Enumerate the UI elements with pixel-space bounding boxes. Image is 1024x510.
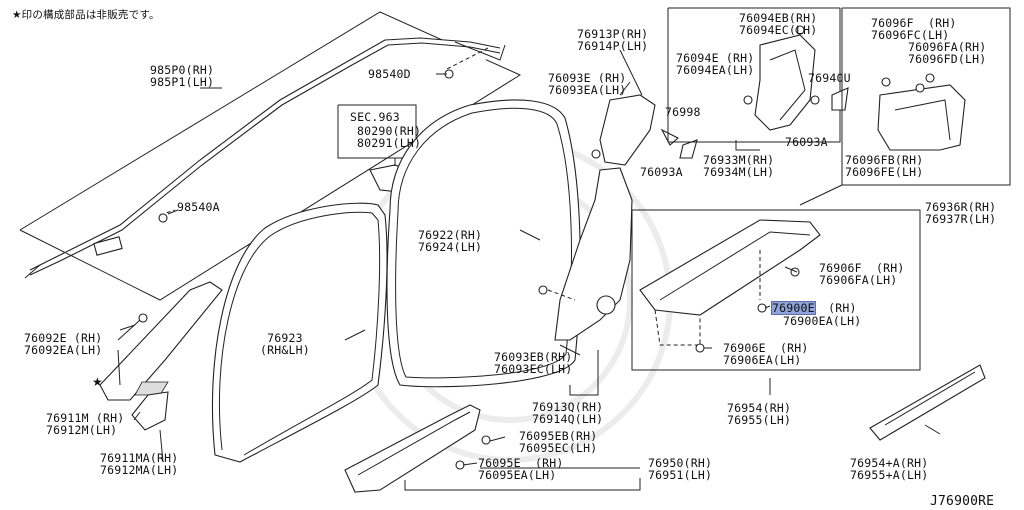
diagram-code: J76900RE: [930, 494, 995, 509]
part-label-76093a-left: 76093A: [640, 165, 683, 179]
part-label-76094eb: 76094EB(RH) 76094EC(LH): [739, 11, 818, 37]
part-label-76094e: 76094E (RH) 76094EA(LH): [676, 51, 755, 77]
part-label-76911m: 76911M (RH) 76912M(LH): [46, 411, 125, 437]
part-label-76923: 76923 (RH&LH): [260, 331, 310, 357]
part-label-98540a: 98540A: [177, 200, 220, 214]
part-label-76913q: 76913Q(RH) 76914Q(LH): [532, 400, 604, 426]
part-label-98540d: 98540D: [368, 67, 411, 81]
kicking-plate-rail: [869, 364, 986, 441]
c-pillar-trim-group: [667, 7, 849, 151]
part-label-76913p: 76913P(RH) 76914P(LH): [577, 27, 649, 53]
part-label-76092e: 76092E (RH) 76092EA(LH): [24, 331, 103, 357]
svg-text:★: ★: [92, 375, 103, 389]
part-label-76900e-side: (RH): [821, 301, 857, 315]
part-label-76900e-highlighted[interactable]: 76900E: [771, 301, 816, 315]
part-label-76906f: 76906F (RH) 76906FA(LH): [819, 261, 905, 287]
part-label-76911ma: 76911MA(RH) 76912MA(LH): [100, 451, 179, 477]
leader-lines: [117, 49, 941, 469]
rear-quarter-trim-group: [841, 7, 1011, 186]
part-label-76933m: 76933M(RH) 76934M(LH): [703, 153, 775, 179]
part-label-76998: 76998: [665, 105, 701, 119]
non-sale-note: ★印の構成部品は非販売です。: [12, 9, 160, 21]
part-label-985p0: 985P0(RH) 985P1(LH): [150, 63, 215, 89]
part-label-76940u: 76940U: [808, 71, 851, 85]
part-label-76095e: 76095E (RH) 76095EA(LH): [478, 456, 564, 482]
section-ref-963: SEC.963: [350, 110, 400, 124]
part-label-76093eb: 76093EB(RH) 76093EC(LH): [494, 350, 573, 376]
weatherstrip-front: [211, 202, 388, 463]
part-label-76950: 76950(RH) 76951(LH): [648, 456, 713, 482]
curtain-airbag-group: [19, 11, 522, 301]
part-label-76096fb: 76096FB(RH) 76096FE(LH): [845, 153, 924, 179]
part-label-76936r: 76936R(RH) 76937R(LH): [925, 200, 997, 226]
b-pillar-trim: [538, 94, 698, 396]
part-label-76093a-right: 76093A: [785, 135, 828, 149]
part-label-76922: 76922(RH) 76924(LH): [418, 228, 483, 254]
part-label-80290: 80290(RH) 80291(LH): [357, 124, 422, 150]
part-label-76900ea: 76900EA(LH): [783, 314, 862, 328]
part-label-76906e: 76906E (RH) 76906EA(LH): [723, 341, 809, 367]
part-label-76093e-top: 76093E (RH) 76093EA(LH): [548, 71, 627, 97]
part-label-76954: 76954(RH) 76955(LH): [727, 401, 792, 427]
part-label-76095eb: 76095EB(RH) 76095EC(LH): [519, 429, 598, 455]
part-label-76096f: 76096F (RH) 76096FC(LH): [871, 16, 957, 42]
front-kicking-plate: [344, 404, 641, 493]
part-label-76954a: 76954+A(RH) 76955+A(LH): [850, 456, 929, 482]
part-label-76096fa: 76096FA(RH) 76096FD(LH): [908, 40, 987, 66]
non-sale-marks: ★: [92, 375, 103, 389]
kicking-plate-group: [631, 209, 921, 395]
a-pillar-trim: [99, 281, 223, 431]
